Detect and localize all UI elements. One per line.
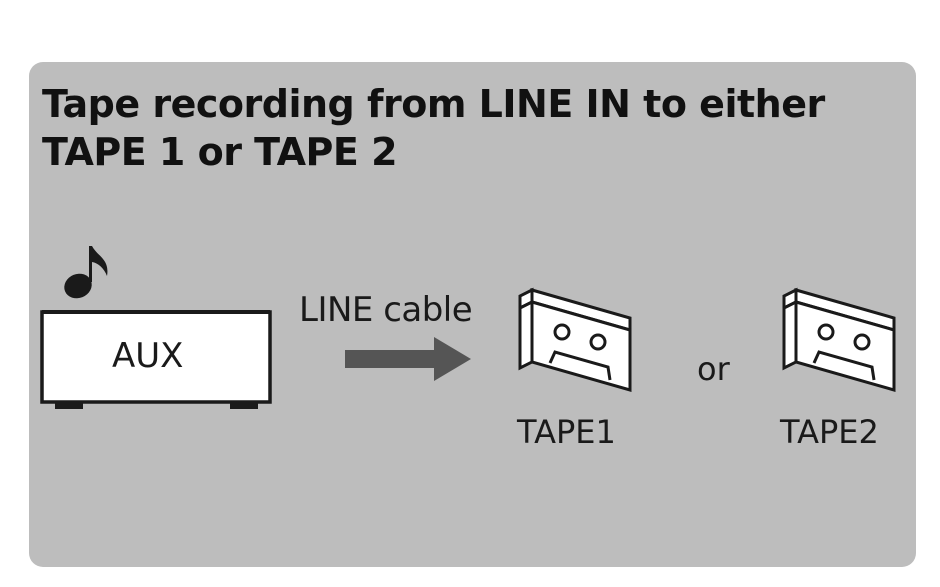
- aux-label: AUX: [112, 336, 184, 376]
- music-note-icon: [64, 246, 108, 299]
- device-foot-right: [230, 402, 258, 409]
- or-separator-label: or: [697, 350, 730, 388]
- line-cable-label: LINE cable: [299, 290, 473, 330]
- cassette-tape-icon: [782, 287, 896, 392]
- right-arrow-icon: [345, 337, 471, 381]
- tape2-label: TAPE2: [780, 413, 879, 451]
- tape1-label: TAPE1: [517, 413, 616, 451]
- diagram-title: Tape recording from LINE IN to either TA…: [42, 82, 825, 174]
- aux-device: [40, 310, 272, 409]
- cassette-tape-icon: [518, 287, 632, 392]
- device-foot-left: [55, 402, 83, 409]
